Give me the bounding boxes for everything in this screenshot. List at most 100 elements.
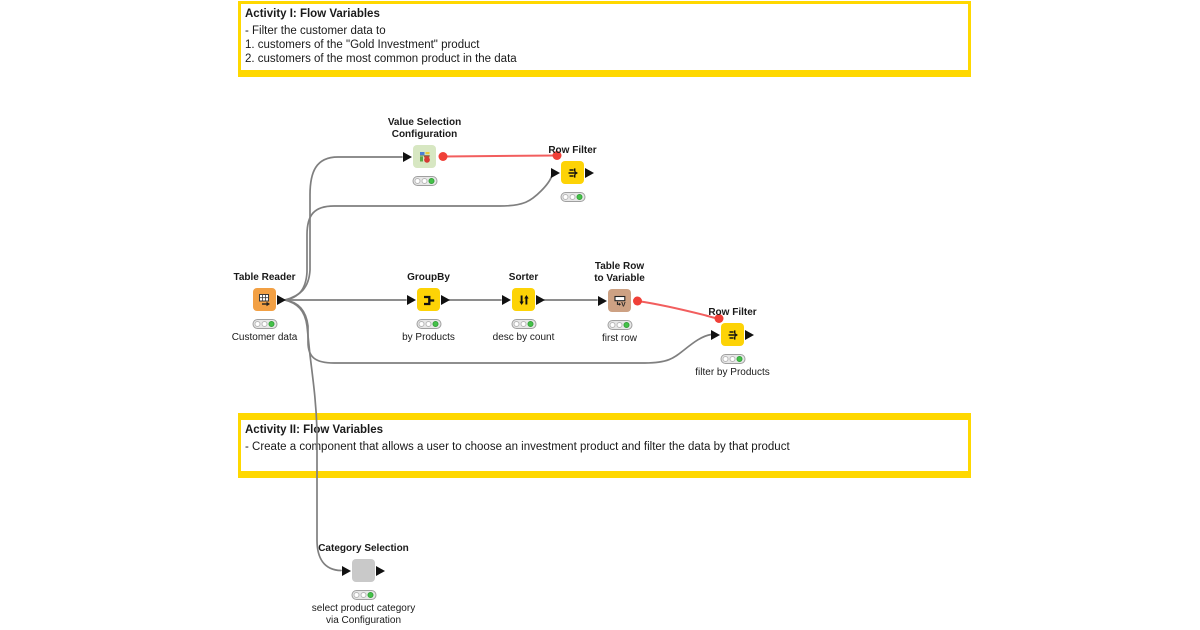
node-comment: first row — [602, 333, 637, 344]
status-dot-executed — [576, 194, 583, 200]
node-status-traffic-light — [607, 320, 632, 330]
status-dot-executed — [268, 321, 275, 327]
table-reader-node-body[interactable] — [253, 288, 286, 311]
flow-variable-port-dot[interactable] — [714, 314, 724, 323]
sorter-node-body[interactable] — [502, 288, 545, 311]
status-dot-idle — [562, 194, 569, 200]
input-port[interactable] — [551, 167, 560, 178]
node-status-traffic-light — [351, 590, 376, 600]
input-port[interactable] — [407, 294, 416, 305]
connection-flowvar-table-row-to-variable-to-row-filter-2[interactable] — [636, 300, 720, 320]
status-dot-configured — [261, 321, 268, 327]
annotation-line: - Create a component that allows a user … — [245, 441, 790, 453]
node-comment: filter by Products — [695, 367, 770, 378]
status-dot-configured — [569, 194, 576, 200]
output-port[interactable] — [745, 329, 754, 340]
status-dot-idle — [353, 592, 360, 598]
input-port[interactable] — [342, 565, 351, 576]
status-dot-executed — [432, 321, 439, 327]
status-dot-executed — [623, 322, 630, 328]
output-port[interactable] — [585, 167, 594, 178]
connection-table-reader-to-row-filter-1[interactable] — [284, 174, 553, 301]
input-port[interactable] — [598, 295, 607, 306]
output-port[interactable] — [536, 294, 545, 305]
value-selection-icon — [419, 151, 430, 163]
status-dot-idle — [418, 321, 425, 327]
node-row-filter-2[interactable]: Row Filter filter by Products — [695, 307, 769, 379]
output-port[interactable] — [277, 294, 286, 305]
svg-text:V: V — [621, 301, 626, 308]
groupby-node-body[interactable] — [407, 288, 450, 311]
status-dot-configured — [520, 321, 527, 327]
status-dot-configured — [425, 321, 432, 327]
status-dot-idle — [609, 322, 616, 328]
node-status-traffic-light — [511, 319, 536, 329]
status-dot-executed — [527, 321, 534, 327]
status-dot-idle — [722, 356, 729, 362]
annotation-activity-2[interactable]: Activity II: Flow Variables - Create a c… — [238, 413, 971, 478]
connection-flowvar-value-selection-to-row-filter-1[interactable] — [442, 154, 558, 158]
row-filter-icon — [568, 167, 578, 178]
input-port[interactable] — [403, 151, 412, 162]
value-selection-configuration-node-body[interactable] — [403, 145, 436, 168]
node-status-traffic-light — [412, 176, 437, 186]
status-dot-idle — [414, 178, 421, 184]
status-dot-configured — [360, 592, 367, 598]
annotation-title: Activity II: Flow Variables — [245, 424, 384, 436]
sorter-icon — [518, 294, 529, 305]
status-dot-executed — [367, 592, 374, 598]
table-row-to-variable-node-body[interactable]: V — [598, 289, 631, 312]
node-table-reader[interactable]: Table Reader Customer data — [232, 272, 298, 344]
status-dot-idle — [254, 321, 261, 327]
annotation-title: Activity I: Flow Variables — [245, 8, 380, 20]
input-port[interactable] — [502, 294, 511, 305]
row-filter-icon — [728, 329, 738, 340]
node-category-selection[interactable]: Category Selection select product catego… — [312, 543, 415, 626]
node-comment: Customer data — [231, 332, 298, 343]
table-reader-icon — [258, 293, 270, 306]
node-status-traffic-light — [560, 192, 585, 202]
output-port[interactable] — [441, 294, 450, 305]
groupby-icon — [423, 295, 434, 305]
node-name-label: Value Selection Configuration — [387, 117, 462, 140]
node-name-label: GroupBy — [407, 271, 450, 283]
node-name-label: Row Filter — [548, 144, 597, 156]
node-row-filter-1[interactable]: Row Filter — [548, 145, 597, 202]
node-name-label: Category Selection — [318, 542, 409, 554]
category-selection-node-body[interactable] — [342, 559, 385, 582]
connection-table-reader-to-row-filter-2[interactable] — [284, 299, 712, 364]
connection-table-reader-to-value-selection-configuration[interactable] — [284, 156, 403, 301]
node-groupby[interactable]: GroupBy by Products — [402, 272, 455, 344]
output-port[interactable] — [376, 565, 385, 576]
annotation-line: 1. customers of the "Gold Investment" pr… — [245, 39, 480, 51]
flow-variable-port-dot[interactable] — [633, 296, 642, 306]
table-row-to-variable-icon: V — [613, 295, 626, 308]
flow-variable-port-dot[interactable] — [552, 151, 562, 160]
annotation-activity-1[interactable]: Activity I: Flow Variables - Filter the … — [238, 1, 971, 77]
input-port[interactable] — [711, 329, 720, 340]
flow-variable-port-dot[interactable] — [438, 152, 448, 161]
node-name-label: Sorter — [508, 271, 539, 283]
node-value-selection-configuration[interactable]: Value Selection Configuration — [388, 117, 461, 186]
node-comment: desc by count — [492, 332, 555, 343]
annotation-line: - Filter the customer data to — [245, 25, 386, 37]
node-status-traffic-light — [252, 319, 277, 329]
status-dot-configured — [729, 356, 736, 362]
status-dot-executed — [736, 356, 743, 362]
status-dot-executed — [428, 178, 435, 184]
node-name-label: Table Row to Variable — [594, 261, 645, 284]
connection-table-reader-to-category-selection[interactable] — [284, 299, 342, 572]
annotation-line: 2. customers of the most common product … — [245, 53, 517, 65]
node-sorter[interactable]: Sorter desc by count — [493, 272, 555, 344]
status-dot-configured — [421, 178, 428, 184]
row-filter-node-body[interactable] — [551, 161, 594, 184]
status-dot-configured — [616, 322, 623, 328]
node-name-label: Table Reader — [233, 271, 296, 283]
node-comment: by Products — [402, 332, 455, 343]
node-table-row-to-variable[interactable]: Table Row to Variable V first row — [594, 261, 645, 344]
node-comment: select product category via Configuratio… — [311, 603, 416, 626]
node-name-label: Row Filter — [708, 306, 757, 318]
row-filter-node-body[interactable] — [711, 323, 754, 346]
